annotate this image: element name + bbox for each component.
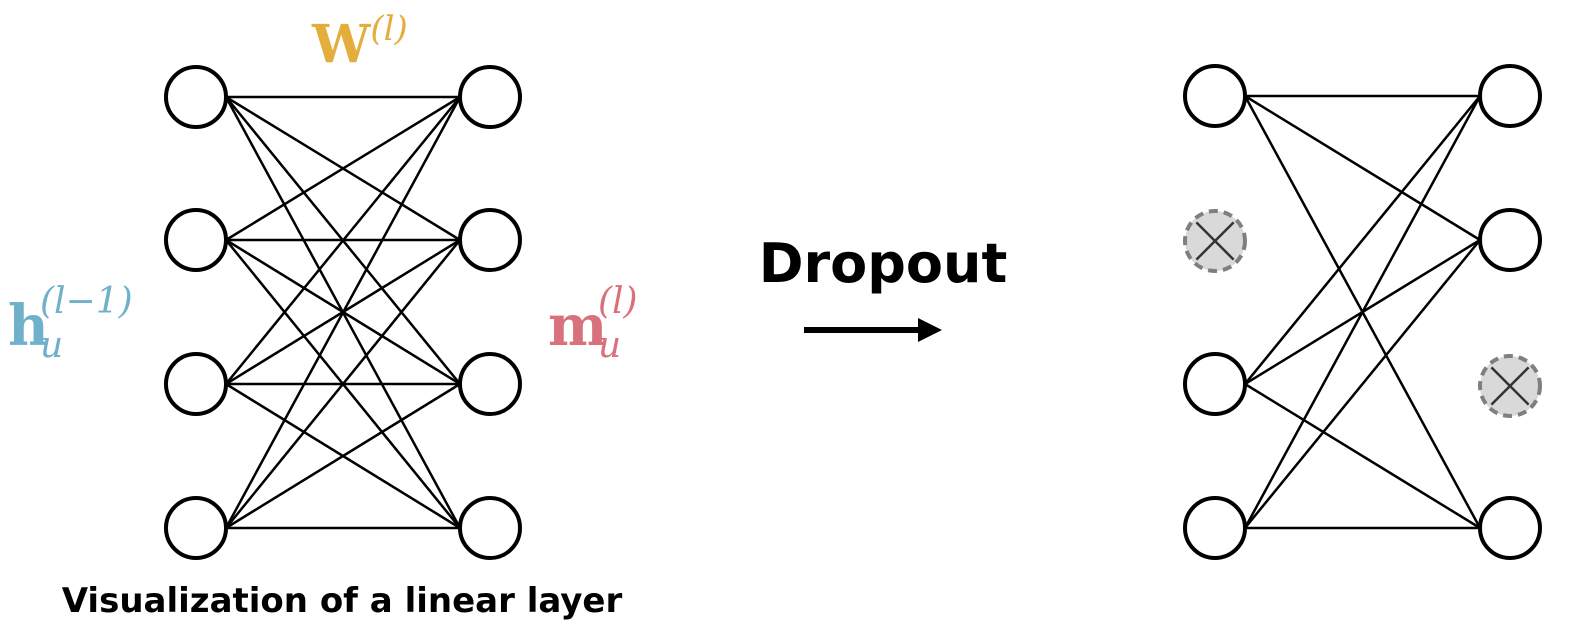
cross-circle-icon <box>1195 221 1235 261</box>
left-network-connections <box>224 95 462 530</box>
input-label-sub: u <box>40 325 63 366</box>
output-node <box>458 208 522 272</box>
right-network-connections <box>1243 94 1482 530</box>
connection-line <box>225 95 461 242</box>
input-node <box>164 208 228 272</box>
connection-line <box>1244 95 1481 385</box>
output-node <box>458 65 522 129</box>
input-node <box>1183 64 1247 128</box>
connection-line <box>225 382 461 530</box>
dropped-input-node <box>1183 209 1247 273</box>
output-node <box>458 352 522 416</box>
connection-line <box>1244 94 1481 242</box>
output-node <box>1478 64 1542 128</box>
output-label: m (l) u <box>548 281 638 366</box>
input-label-base: h <box>8 293 49 359</box>
connection-line <box>1244 382 1481 530</box>
right-network-nodes <box>1183 64 1542 560</box>
dropped-output-node <box>1478 354 1542 418</box>
connection-line <box>1243 95 1482 529</box>
input-node <box>1183 496 1247 560</box>
input-node <box>164 352 228 416</box>
output-node <box>458 496 522 560</box>
connection-line <box>225 96 461 385</box>
input-label: h (l−1) u <box>8 281 133 366</box>
input-label-sup: (l−1) <box>40 281 133 322</box>
connection-line <box>1244 239 1481 529</box>
output-node <box>1478 496 1542 560</box>
weight-label: W(l) <box>311 9 408 75</box>
output-label-sup: (l) <box>598 281 638 322</box>
connection-line <box>225 239 461 529</box>
connection-line <box>224 96 462 529</box>
left-network-caption: Visualization of a linear layer <box>62 581 623 621</box>
weight-label-base: W <box>311 14 372 75</box>
output-label-base: m <box>548 293 607 359</box>
cross-circle-icon <box>1490 366 1530 406</box>
input-node <box>164 496 228 560</box>
output-label-sub: u <box>598 325 621 366</box>
output-node <box>1478 208 1542 272</box>
input-node <box>1183 352 1247 416</box>
left-network-nodes <box>164 65 522 560</box>
weight-label-sup: (l) <box>370 9 407 49</box>
dropout-label: Dropout <box>759 232 1008 295</box>
input-node <box>164 65 228 129</box>
dropout-arrow <box>804 318 942 342</box>
